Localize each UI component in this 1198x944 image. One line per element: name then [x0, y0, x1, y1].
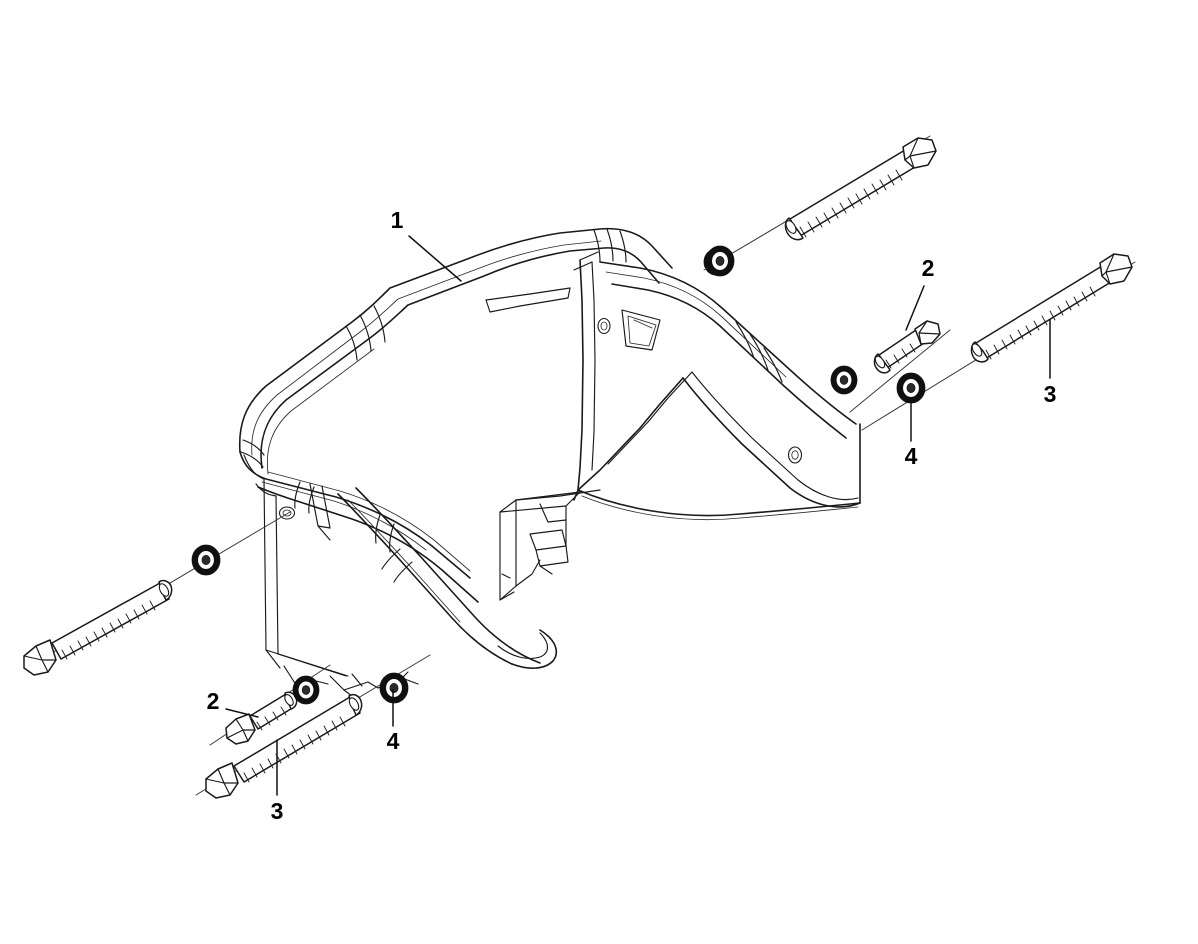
callout-3-right[interactable]: 3	[1044, 319, 1057, 407]
callouts-layer: 1 2 3 4 2 3	[207, 207, 1057, 824]
callout-1-leader	[408, 235, 462, 282]
right-upper-arm	[599, 261, 857, 439]
part-short-bolt-bottom	[225, 691, 298, 745]
left-side-plate	[243, 454, 349, 677]
hardware-group-right-middle	[830, 253, 1136, 431]
callout-3-left[interactable]: 3	[271, 739, 284, 824]
right-lower-plate	[577, 371, 861, 521]
center-bracket-shelf	[499, 489, 601, 601]
part-washer-bottom-left	[292, 675, 320, 705]
callout-2-right-leader	[905, 285, 925, 331]
hardware-group-bottom-left	[195, 654, 431, 799]
part-washer-bottom-right	[379, 672, 409, 704]
callout-4-right[interactable]: 4	[905, 399, 918, 469]
hardware-group-left	[23, 511, 291, 676]
callout-2-right-label: 2	[922, 255, 935, 281]
part-washer-left	[191, 544, 221, 576]
callout-4-left-label: 4	[387, 728, 400, 754]
part-long-bolt-right	[970, 253, 1133, 363]
part-washer-top-right	[705, 245, 735, 277]
left-gusset	[309, 483, 331, 541]
part-tubular-frame-assembly	[238, 227, 861, 697]
top-inner-step	[485, 287, 571, 313]
callout-2-right[interactable]: 2	[905, 255, 935, 331]
callout-1-label: 1	[391, 207, 404, 233]
part-long-bolt-left	[23, 579, 173, 676]
callout-3-left-label: 3	[271, 798, 284, 824]
callout-3-right-label: 3	[1044, 381, 1057, 407]
part-washer-right-upper	[830, 365, 858, 395]
callout-2-left-label: 2	[207, 688, 220, 714]
part-long-bolt-top-right	[784, 137, 937, 241]
hardware-group-top-right	[703, 135, 937, 277]
assembly-axis-right-short	[849, 329, 951, 413]
left-plate-hole	[278, 506, 296, 520]
part-washer-right-lower	[896, 372, 926, 404]
callout-2-left-leader	[225, 708, 259, 718]
callout-2-left[interactable]: 2	[207, 688, 259, 718]
callout-1-frame[interactable]: 1	[391, 207, 462, 282]
part-short-bolt-right	[873, 320, 941, 374]
part-long-bolt-bottom	[205, 693, 363, 799]
diagonal-brace-tube	[337, 487, 557, 669]
callout-4-left[interactable]: 4	[387, 689, 400, 754]
lower-left-tube	[239, 451, 479, 603]
callout-4-right-label: 4	[905, 443, 918, 469]
upper-tube-loop	[238, 227, 673, 475]
